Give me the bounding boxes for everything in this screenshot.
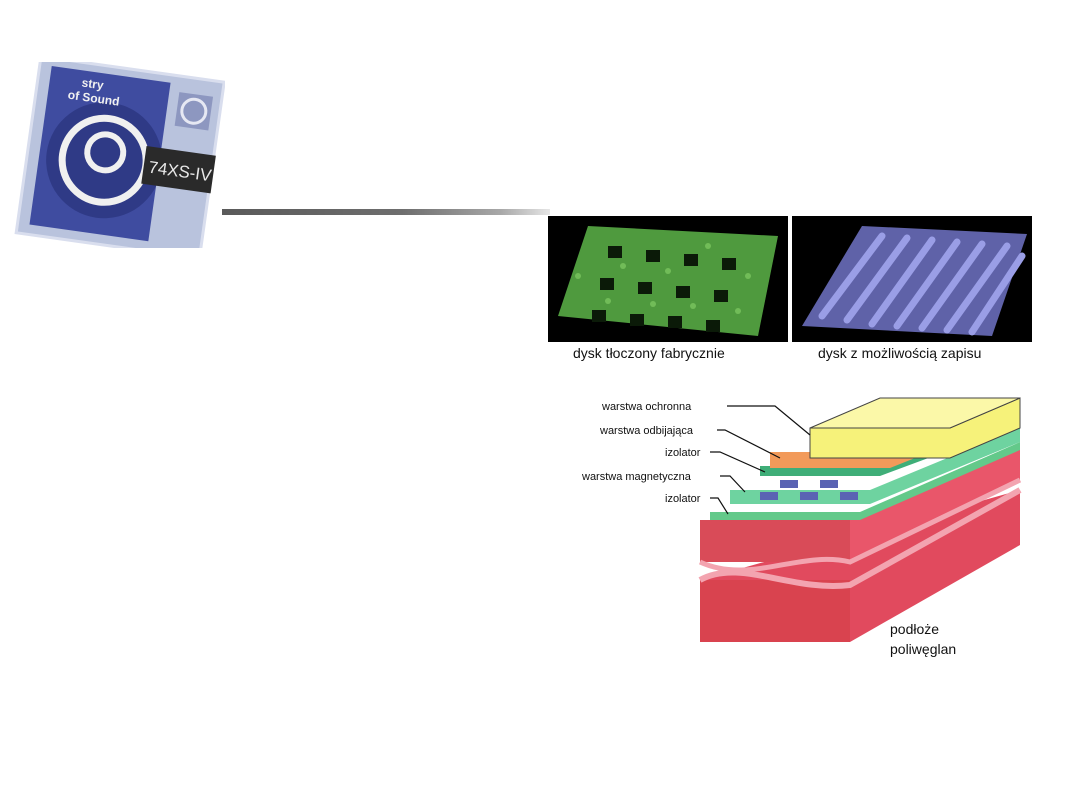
insulator-bottom-layer [710,442,1020,520]
recordable-disc-surface-graphic [802,226,1027,336]
substrate-break-line [698,487,1022,589]
minidisc-shutter-logo [174,92,214,131]
label-substrate-line2: poliwęglan [890,641,956,657]
pressed-disc-caption: dysk tłoczony fabrycznie [573,345,725,361]
magnetic-layer [730,428,1020,504]
label-magnetic: warstwa magnetyczna [581,471,692,483]
label-insulator-top: izolator [665,447,701,459]
minidisc-shutter-ring [180,97,208,125]
substrate-lower-front [700,580,850,642]
pressed-disc-surface-image [548,216,788,342]
recordable-disc-caption: dysk z możliwością zapisu [818,345,982,361]
minidisc-photo: 74XS-IV stry of Sound [14,62,225,248]
recordable-surface-base [802,226,1027,336]
pressed-surface-pits [592,246,736,332]
protective-layer-top [809,397,1021,429]
label-reflective: warstwa odbijająca [599,425,694,437]
substrate-wave-line [698,477,1022,573]
minidisc-logo-inner [84,131,127,174]
disc-layer-diagram: warstwa ochronna warstwa odbijająca izol… [581,397,1022,657]
recordable-disc-surface-image [792,216,1032,342]
pressed-disc-surface-graphic [558,226,778,336]
label-protective: warstwa ochronna [601,401,692,413]
label-leader-lines [710,405,811,515]
recordable-surface-grooves [818,232,1026,336]
label-insulator-bottom: izolator [665,493,701,505]
label-substrate-line1: podłoże [890,621,939,637]
minidisc-label-top: stry [81,75,105,92]
pressed-surface-speckle [575,243,751,314]
minidisc-model-badge [141,146,216,194]
substrate-upper-front [700,520,850,562]
title-underline [222,209,550,215]
magnetic-domains [760,480,858,500]
